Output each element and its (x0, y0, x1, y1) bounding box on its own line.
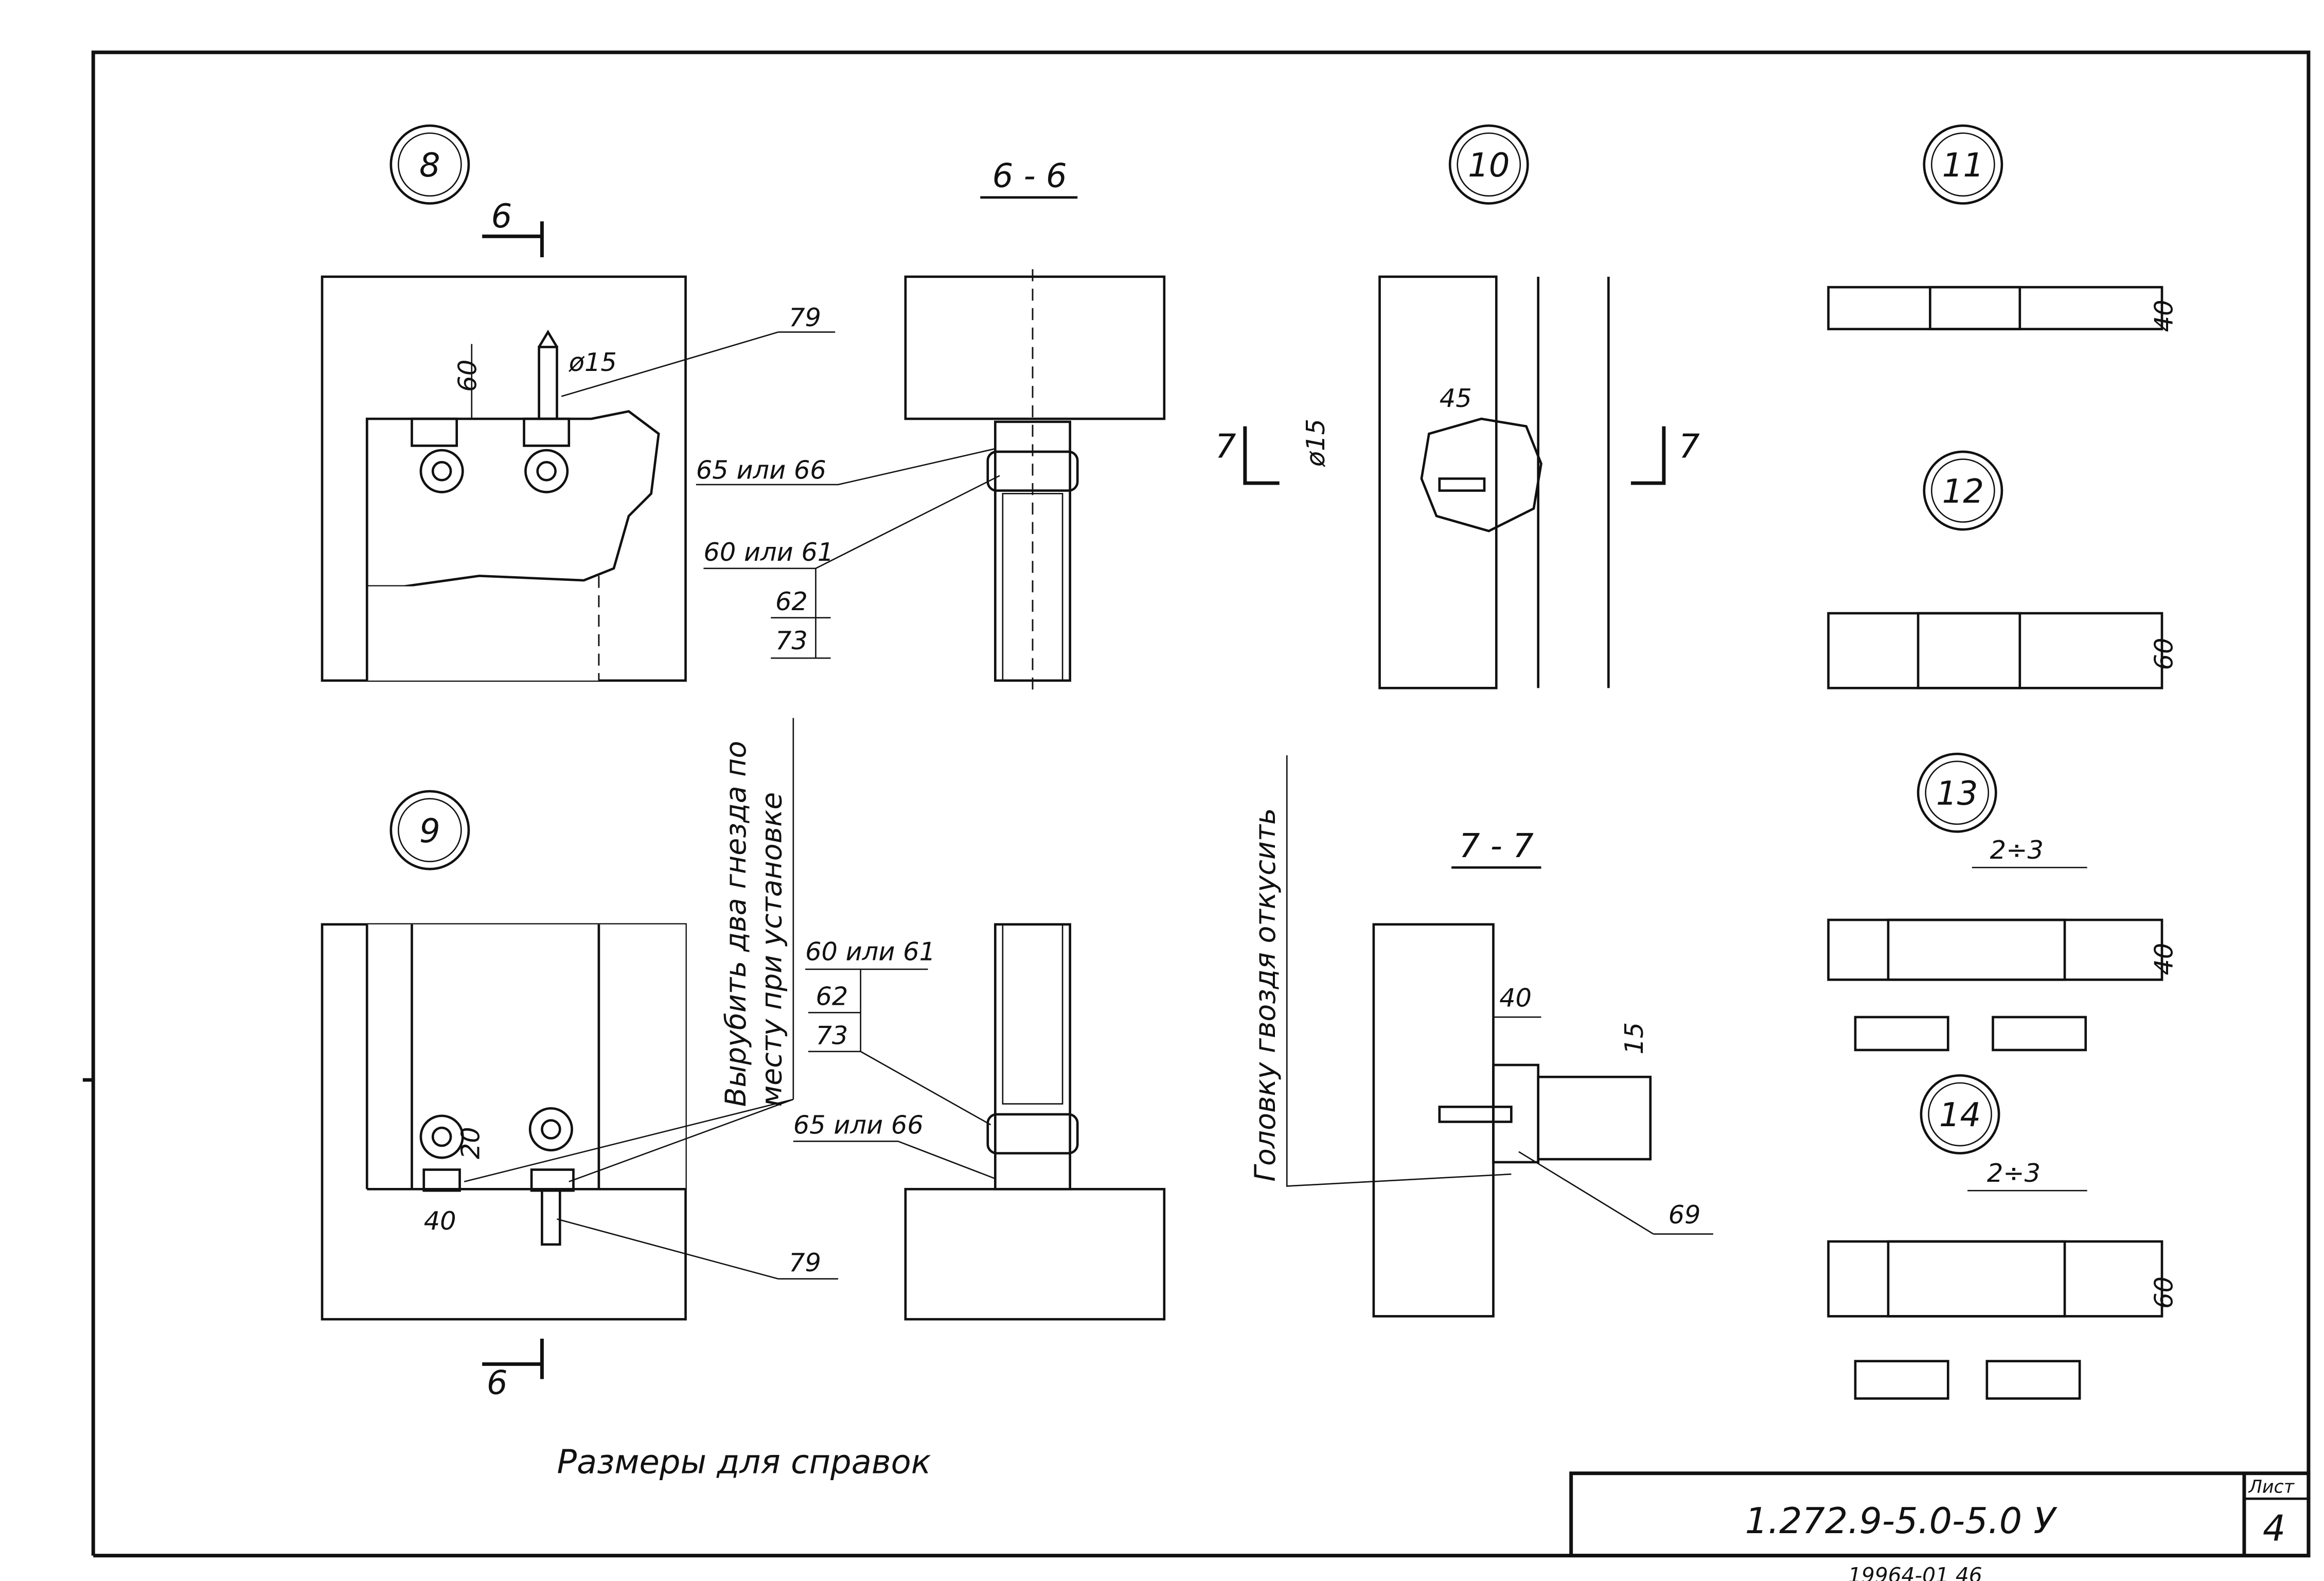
dim-13: 40 (2149, 943, 2178, 975)
dim-45: 45 (1440, 383, 1472, 413)
detail-12: 12 60 (1827, 450, 2178, 689)
section-title-7-7: 7 - 7 (1459, 827, 1534, 865)
callout-14: 14 (1939, 1096, 1981, 1134)
dim-40: 40 (424, 1206, 456, 1236)
callout-9: 9 (419, 812, 440, 850)
dim-12: 60 (2149, 638, 2178, 670)
sheet-number: 4 (2263, 1508, 2285, 1550)
section-mark-7-right: 7 (1679, 428, 1700, 466)
callout-11: 11 (1942, 147, 1984, 185)
detail-11: 11 40 (1827, 124, 2178, 332)
leader-79-bottom: 79 (789, 1248, 821, 1277)
callout-12: 12 (1942, 473, 1984, 511)
section-6-6-bottom: 60 или 61 62 73 65 или 66 (793, 923, 1166, 1321)
leader-79: 79 (789, 303, 821, 332)
note-reference-dims: Размеры для справок (557, 1444, 931, 1482)
detail-8: 8 6 60 ø15 79 (321, 124, 836, 682)
section-mark-7-left: 7 (1215, 428, 1236, 466)
leader-62-bottom: 62 (815, 982, 848, 1011)
leader-60-61: 60 или 61 (703, 537, 833, 567)
dim-20: 20 (455, 1127, 485, 1159)
note-nail: Головку гвоздя откусить (1249, 808, 1282, 1181)
dim-13-gap: 2÷3 (1990, 835, 2044, 865)
note-cut-line1: Вырубить два гнезда по (720, 741, 753, 1107)
callout-13: 13 (1936, 775, 1978, 813)
dim-14: 60 (2149, 1276, 2178, 1309)
detail-9: 9 20 40 6 79 (321, 790, 839, 1402)
dim-14-gap: 2÷3 (1987, 1158, 2041, 1188)
section-title-6-6: 6 - 6 (992, 157, 1067, 195)
leader-62: 62 (775, 587, 808, 616)
leader-60-61-bottom: 60 или 61 (805, 936, 935, 966)
leader-73-bottom: 73 (815, 1020, 848, 1050)
dim-40-77: 40 (1499, 983, 1532, 1013)
section-7-7: 7 - 7 40 15 69 (1372, 827, 1713, 1318)
leader-73: 73 (775, 626, 808, 655)
detail-14: 14 2÷3 60 (1827, 1074, 2178, 1400)
callout-10: 10 (1468, 147, 1510, 185)
leader-65-66-bottom: 65 или 66 (793, 1110, 924, 1140)
archive-number: 19964-01 46 (1848, 1563, 1982, 1581)
document-code: 1.272.9-5.0-5.0 У (1745, 1500, 2058, 1542)
sheet-label: Лист (2248, 1477, 2295, 1497)
detail-10: 10 45 ø15 7 7 (1215, 124, 1700, 689)
section-mark-6-bottom: 6 (487, 1364, 508, 1402)
dim-11: 40 (2149, 300, 2178, 332)
leader-69: 69 (1669, 1200, 1701, 1230)
dim-phi15: ø15 (569, 347, 617, 377)
leader-65-66: 65 или 66 (696, 455, 826, 485)
dim-phi15-10: ø15 (1301, 419, 1330, 467)
dim-15-77: 15 (1619, 1022, 1649, 1055)
notes: Вырубить два гнезда по месту при установ… (557, 718, 1512, 1482)
section-mark-6-top: 6 (491, 198, 512, 236)
section-6-6-top: 6 - 6 65 или 66 60 или 61 62 73 (696, 157, 1166, 696)
dim-60: 60 (453, 360, 483, 392)
note-cut-line2: месту при установке (756, 792, 789, 1107)
detail-13: 13 2÷3 40 (1827, 752, 2178, 1052)
title-block: Лист 4 1.272.9-5.0-5.0 У 19964-01 46 (1569, 1471, 2311, 1581)
callout-8: 8 (419, 147, 440, 185)
